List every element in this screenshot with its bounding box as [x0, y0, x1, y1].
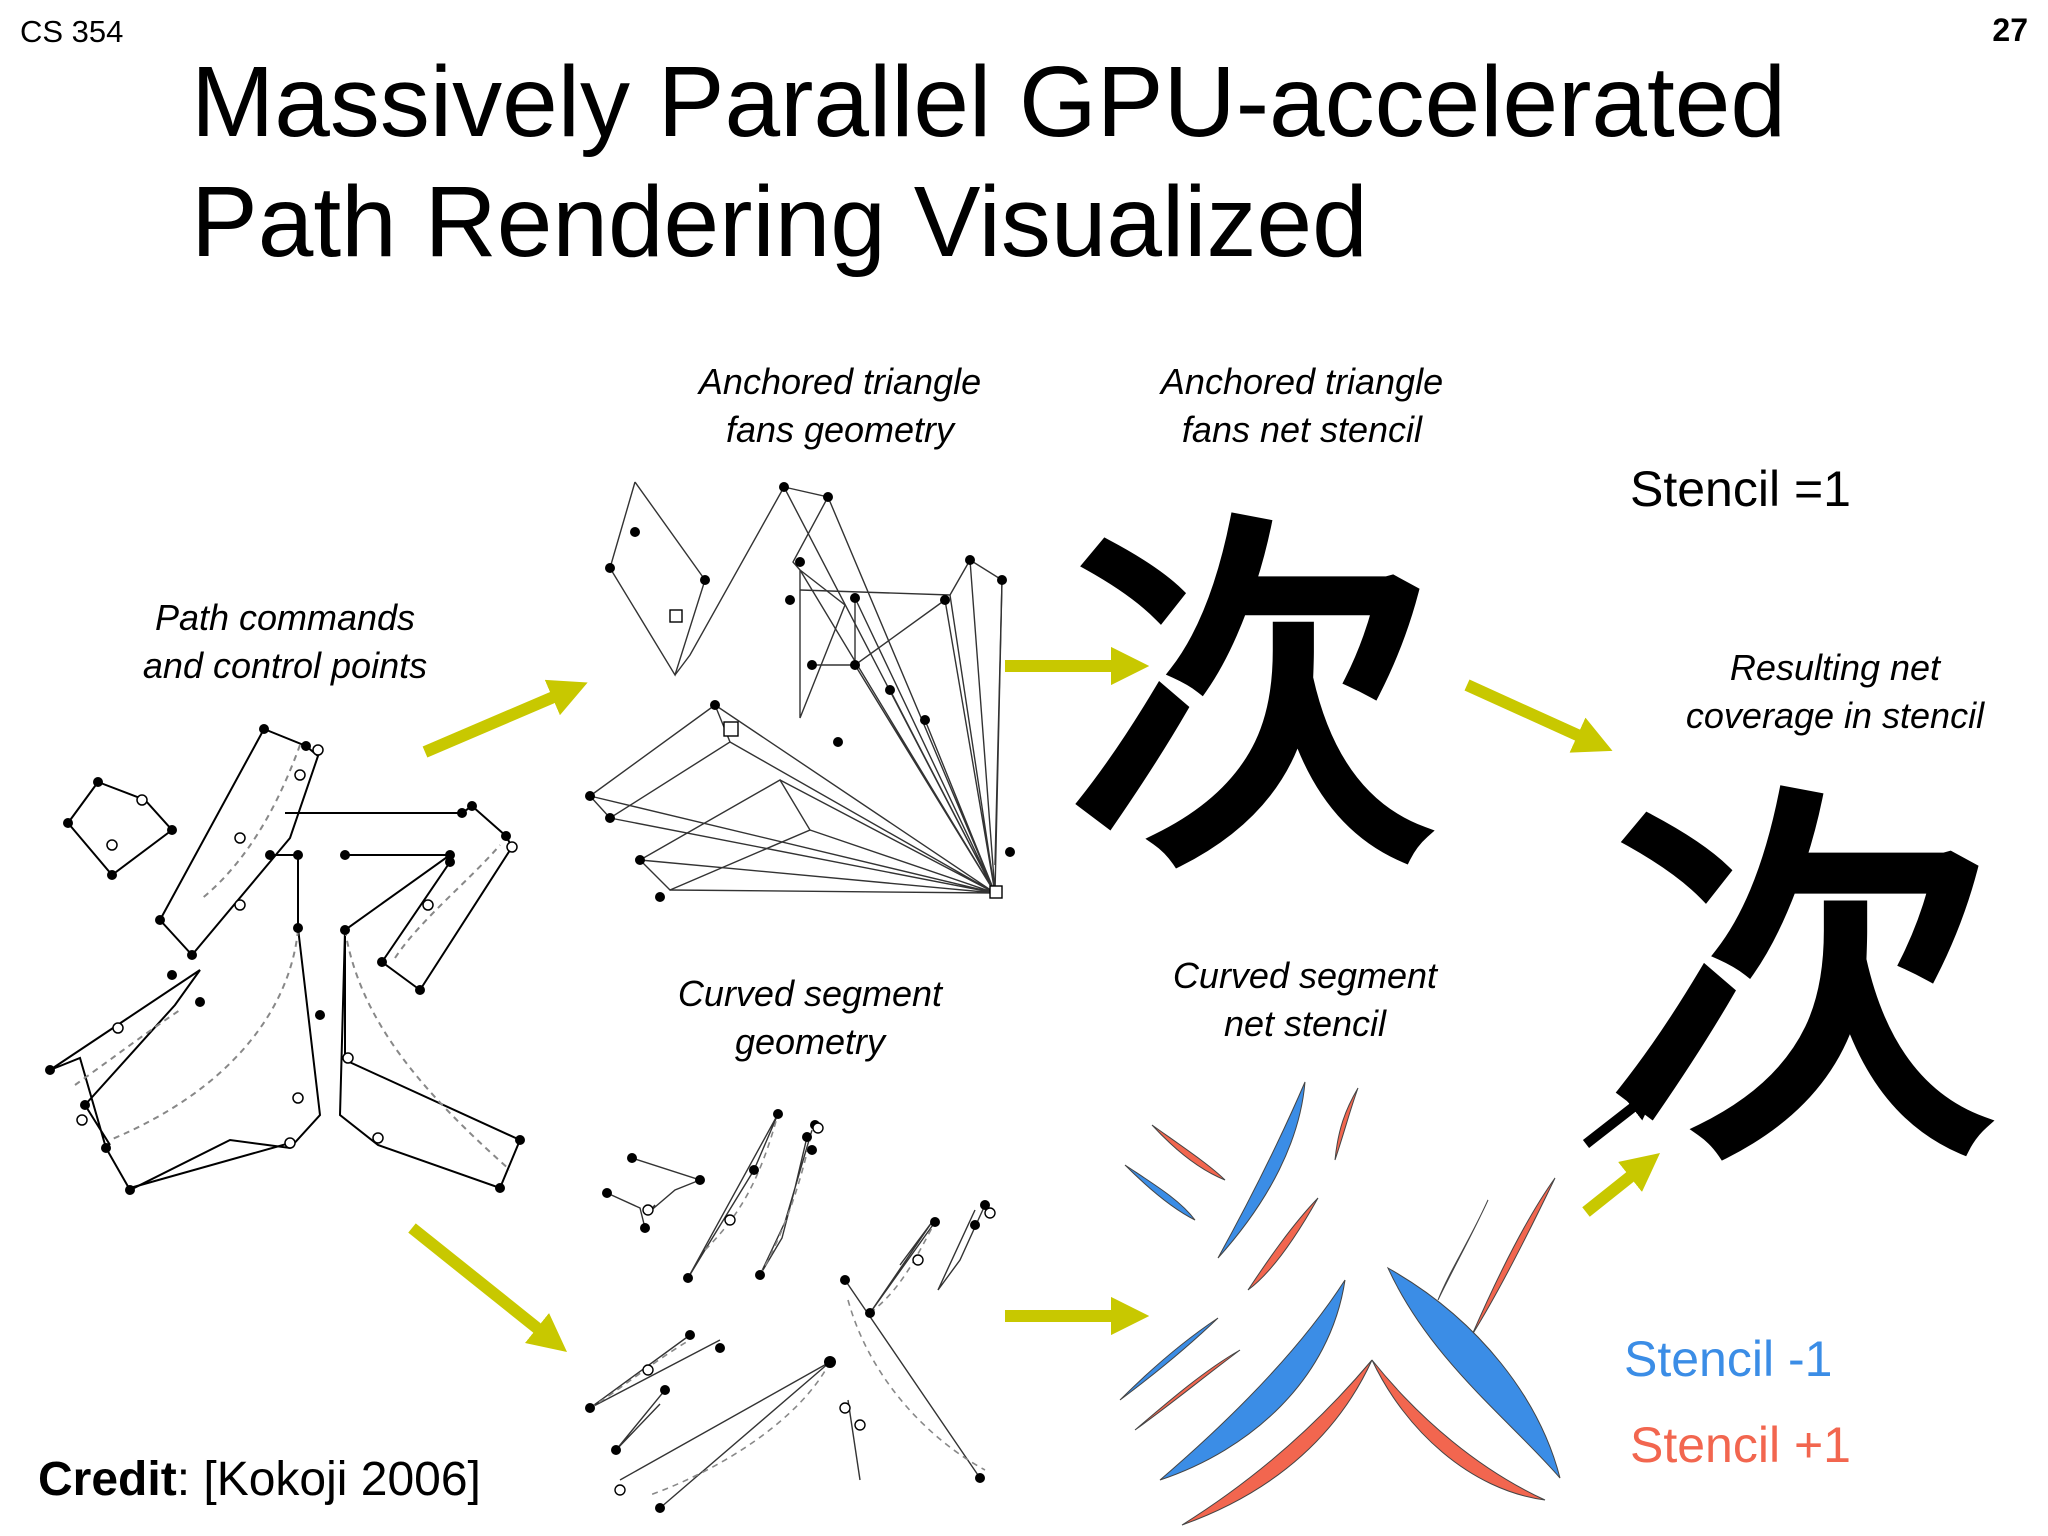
curved-geometry-control-points — [614, 1122, 996, 1496]
title-line-1: Massively Parallel GPU-accelerated — [191, 46, 1787, 158]
caption-line: Anchored triangle — [698, 361, 982, 402]
caption-line: geometry — [734, 1021, 886, 1062]
credit-text: : [Kokoji 2006] — [176, 1453, 481, 1506]
arrow-black-to-result — [1582, 1088, 1658, 1148]
sliver-blue-4 — [1119, 1317, 1219, 1401]
label-stencil-equals-1: Stencil =1 — [1630, 461, 1851, 517]
sliver-red-1 — [1151, 1124, 1226, 1181]
curved-stencil-slivers — [1119, 1081, 1561, 1526]
arrow-to-fans — [422, 679, 588, 758]
sliver-blue-big-left — [1159, 1279, 1346, 1481]
credit: Credit: [Kokoji 2006] — [38, 1452, 481, 1507]
label-stencil-minus-1: Stencil -1 — [1624, 1331, 1833, 1387]
course-label: CS 354 — [20, 14, 124, 49]
caption-curved-stencil: Curved segment net stencil — [1125, 952, 1485, 1048]
arrow-stencil-to-result — [1464, 679, 1613, 753]
triangle-fans-anchors — [669, 609, 1003, 899]
triangle-fans-diagram — [589, 481, 1003, 894]
caption-fans-stencil: Anchored triangle fans net stencil — [1122, 358, 1482, 454]
caption-path-commands: Path commands and control points — [100, 594, 470, 690]
caption-line: Curved segment — [677, 973, 943, 1014]
path-dashed-curves — [74, 744, 511, 1171]
path-anchor-points — [45, 724, 525, 1195]
path-control-points — [76, 744, 518, 1149]
caption-line: coverage in stencil — [1685, 695, 1985, 736]
curved-geometry-diagram — [589, 1113, 986, 1509]
caption-result: Resulting net coverage in stencil — [1640, 644, 2030, 740]
sliver-red-3 — [1247, 1197, 1319, 1291]
caption-line: Anchored triangle — [1160, 361, 1444, 402]
sliver-blue-2 — [1217, 1081, 1306, 1259]
page-number: 27 — [1992, 12, 2028, 48]
slide-title: Massively Parallel GPU-accelerated Path … — [191, 42, 1786, 282]
path-outline-diagram — [49, 728, 522, 1192]
sliver-blue-1 — [1124, 1164, 1196, 1221]
glyph-result: 次 — [1608, 758, 1998, 1212]
caption-curved-geometry: Curved segment geometry — [630, 970, 990, 1066]
caption-line: Curved segment — [1172, 955, 1438, 996]
sliver-red-4 — [1471, 1177, 1556, 1336]
sliver-blue-big-right — [1386, 1266, 1561, 1479]
triangle-fans-points — [585, 482, 1015, 902]
credit-bold: Credit — [38, 1453, 177, 1506]
caption-line: Path commands — [154, 597, 416, 638]
caption-fans-geometry: Anchored triangle fans geometry — [660, 358, 1020, 454]
arrow-curves-to-result — [1582, 1153, 1661, 1217]
sliver-blue-3 — [1437, 1199, 1489, 1301]
curved-geometry-points — [585, 1109, 990, 1513]
caption-line: and control points — [142, 645, 428, 686]
glyph-fans-stencil: 次 — [1068, 488, 1438, 918]
sliver-red-2 — [1334, 1087, 1359, 1161]
title-line-2: Path Rendering Visualized — [191, 166, 1368, 278]
caption-line: fans net stencil — [1181, 409, 1423, 450]
sliver-red-big-left — [1181, 1359, 1373, 1526]
sliver-red-5 — [1134, 1349, 1241, 1431]
curved-geometry-dashed — [589, 1113, 986, 1496]
sliver-red-big-right — [1371, 1359, 1546, 1501]
caption-line: Resulting net — [1729, 647, 1941, 688]
caption-line: net stencil — [1223, 1003, 1387, 1044]
arrow-to-curves — [408, 1223, 567, 1352]
caption-line: fans geometry — [725, 409, 955, 450]
label-stencil-plus-1: Stencil +1 — [1630, 1417, 1851, 1473]
